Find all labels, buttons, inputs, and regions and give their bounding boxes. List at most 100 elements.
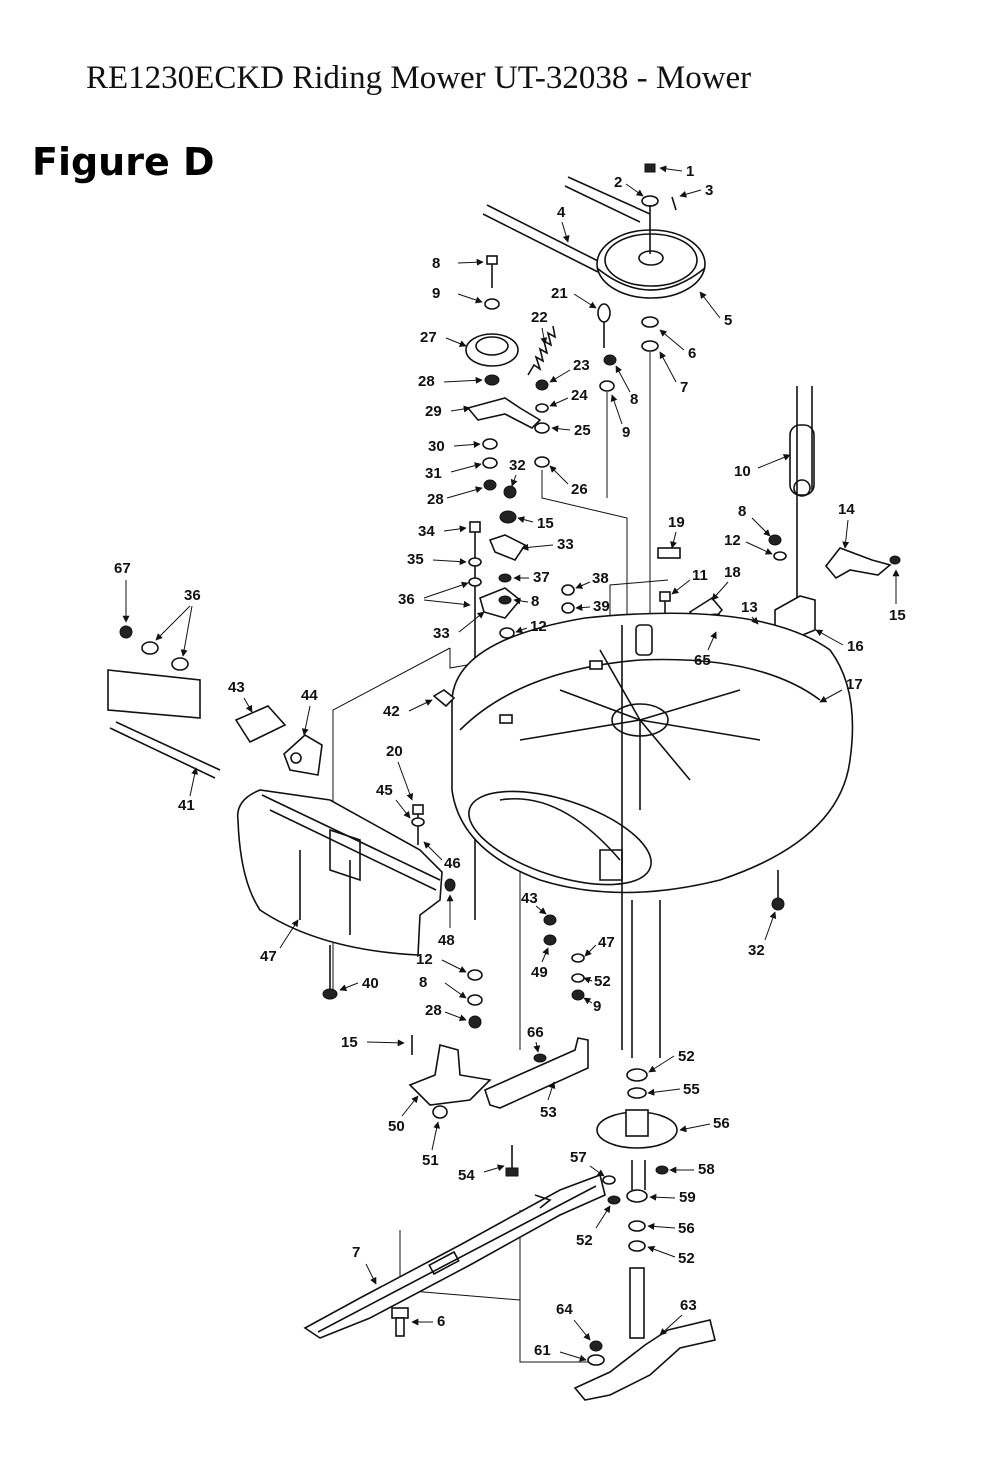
callout-36b: 12 — [530, 618, 547, 635]
leader-44b — [180, 605, 193, 657]
callout-13: 13 — [741, 599, 758, 616]
leader-7b — [647, 1222, 676, 1230]
leader-15b — [446, 486, 483, 499]
callout-45: 41 — [178, 797, 195, 814]
leader-52d — [595, 1205, 611, 1229]
leader-10 — [757, 454, 791, 469]
leader-26 — [549, 465, 569, 485]
lift-bracket-54 — [484, 1037, 589, 1177]
callout-43b: 48 — [438, 932, 455, 949]
callout-58: 56 — [713, 1115, 730, 1132]
leader-35 — [521, 543, 554, 551]
callout-4: 4 — [557, 204, 566, 221]
blade-bolt-63 — [391, 1307, 409, 1337]
callout-8: 8 — [630, 391, 638, 408]
leader-60 — [659, 1314, 683, 1336]
callout-2: 2 — [614, 174, 622, 191]
leader-56b — [649, 1193, 676, 1201]
callout-31: 29 — [425, 403, 442, 420]
leader-8 — [615, 365, 631, 393]
callout-52: 49 — [531, 964, 548, 981]
callout-20: 42 — [383, 703, 400, 720]
callout-38: 35 — [407, 551, 424, 568]
callout-35: 33 — [557, 536, 574, 553]
idler-spring — [527, 303, 611, 376]
callout-30: 28 — [418, 373, 435, 390]
bracket-20 — [432, 689, 456, 708]
callout-8b: 8 — [738, 503, 746, 520]
leader-30 — [443, 376, 483, 384]
callout-65: 65 — [694, 652, 711, 669]
callout-1: 1 — [686, 163, 694, 180]
leader-32b — [444, 982, 467, 999]
callout-18: 18 — [724, 564, 741, 581]
lower-hardware — [467, 914, 585, 1029]
callout-9: 9 — [622, 424, 630, 441]
leader-29 — [445, 337, 467, 347]
callout-47b: 43 — [521, 890, 538, 907]
leader-5 — [699, 291, 721, 319]
callout-16: 16 — [847, 638, 864, 655]
leader-46 — [397, 761, 414, 801]
bracket-14 — [824, 547, 901, 580]
leader-18 — [711, 581, 729, 601]
callout-29: 27 — [420, 329, 437, 346]
leader-47b — [535, 905, 547, 915]
discharge-chute — [236, 789, 443, 956]
callout-22: 22 — [531, 309, 548, 326]
leader-55 — [483, 1164, 505, 1173]
callout-67: 33 — [433, 625, 450, 642]
leader-59 — [589, 1165, 605, 1177]
callout-39: 36 — [398, 591, 415, 608]
callout-53: 66 — [527, 1024, 544, 1041]
leader-65 — [707, 631, 717, 651]
mower-blade — [303, 1173, 606, 1339]
drive-belt — [482, 176, 651, 273]
callout-15c: 28 — [425, 1002, 442, 1019]
callout-59: 57 — [570, 1149, 587, 1166]
leader-28b — [453, 440, 481, 448]
leader-67 — [458, 611, 485, 633]
plate-41 — [283, 734, 323, 776]
leader-57 — [647, 1088, 681, 1096]
leader-53 — [533, 1041, 541, 1053]
leader-23 — [549, 369, 571, 383]
leader-51 — [401, 1095, 419, 1117]
leader-21 — [573, 293, 597, 309]
callout-7b: 56 — [678, 1220, 695, 1237]
leader-61 — [573, 1319, 591, 1341]
leader-33 — [510, 474, 518, 487]
leader-6 — [659, 329, 685, 351]
leader-9c — [584, 944, 597, 957]
callout-47: 45 — [376, 782, 393, 799]
callout-32b: 8 — [419, 974, 427, 991]
callout-3: 3 — [705, 182, 713, 199]
callout-51: 50 — [388, 1118, 405, 1135]
callout-52c: 58 — [698, 1161, 715, 1178]
leader-24 — [549, 397, 569, 407]
leader-64 — [365, 1263, 377, 1285]
callout-57: 55 — [683, 1081, 700, 1098]
callout-64: 7 — [352, 1244, 360, 1261]
callout-32: 31 — [425, 465, 442, 482]
leader-47 — [395, 799, 411, 819]
callout-19: 19 — [668, 514, 685, 531]
leader-3 — [679, 189, 702, 198]
leader-28c — [441, 959, 467, 973]
leader-50 — [366, 1039, 405, 1047]
callout-15: 15 — [889, 607, 906, 624]
leader-2 — [625, 183, 644, 197]
callout-55: 54 — [458, 1167, 475, 1184]
clutch-arm-assembly — [468, 485, 575, 920]
mower-deck — [451, 612, 854, 1058]
callout-52d: 52 — [576, 1232, 593, 1249]
leader-62 — [559, 1351, 587, 1362]
leader-12b — [575, 604, 591, 612]
leader-36b — [515, 626, 528, 634]
leader-12 — [745, 541, 773, 555]
leader-8d — [575, 581, 591, 589]
callout-43: 67 — [114, 560, 131, 577]
deck-bolt-66 — [771, 870, 785, 911]
leader-37 — [443, 525, 467, 533]
leader-25 — [551, 425, 571, 433]
